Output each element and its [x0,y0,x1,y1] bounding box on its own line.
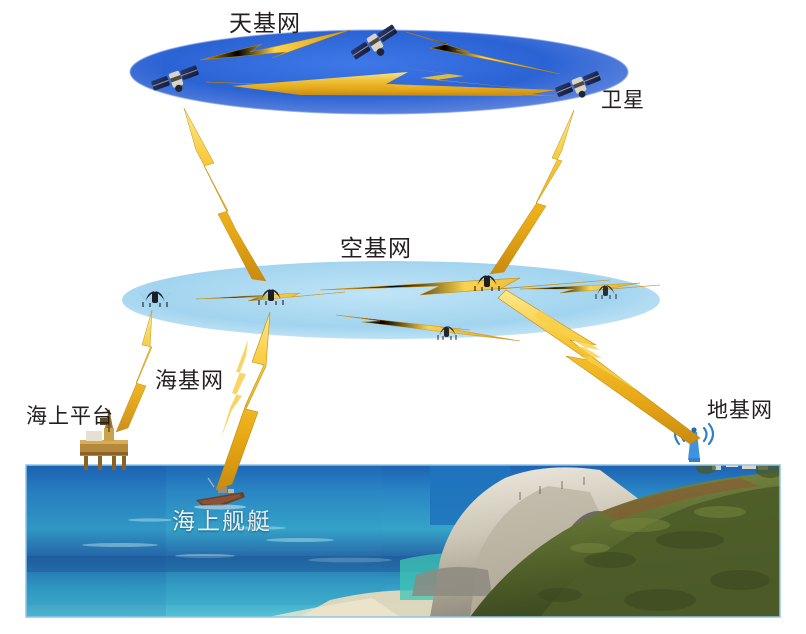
drone-icons [138,275,621,340]
space-link-bolts [199,29,561,97]
label-space-network: 天基网 [229,11,301,36]
link-air-platform [115,309,153,433]
link-space-air-right [489,109,575,275]
label-sea-vessel: 海上舰艇 [172,509,272,534]
link-air-ground [497,289,701,445]
sea-platform-icon [80,408,128,470]
label-air-network: 空基网 [340,236,412,261]
coastal-photo [26,465,780,617]
label-sea-network: 海基网 [155,368,225,393]
photo-border [25,464,781,618]
space-network-ellipse-edge [129,29,629,115]
label-ground-network: 地基网 [707,398,773,422]
air-network-ellipse [122,261,660,339]
satellite-icons [151,24,601,98]
label-sea-platform: 海上平台 [26,404,114,428]
link-air-ship [215,311,271,491]
sea-vessel-icon [194,477,246,510]
cliff-village [696,465,780,478]
link-space-air-left [183,107,267,282]
label-satellite: 卫星 [601,88,645,112]
